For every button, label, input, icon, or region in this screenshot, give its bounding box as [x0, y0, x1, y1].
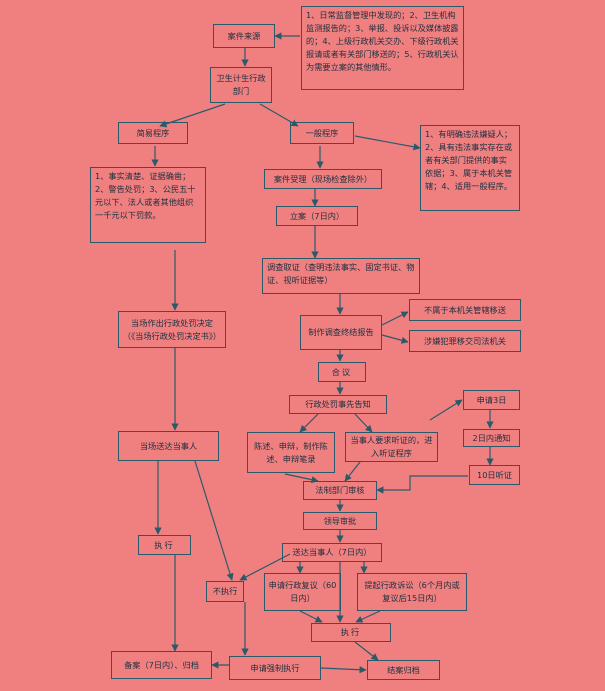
node-simple-procedure: 简易程序	[118, 122, 188, 144]
node-defense-statement: 陈述、申辩，制作陈述、申辩笔录	[247, 432, 335, 473]
node-admin-dept: 卫生计生行政部门	[210, 67, 272, 103]
node-delivery-7days: 送达当事人（7日内）	[282, 543, 382, 562]
node-filing-archive: 备案（7日内）、归档	[111, 651, 212, 679]
node-collective-review: 合议	[318, 362, 366, 382]
node-case-acceptance: 案件受理（现场检查除外）	[264, 169, 382, 189]
node-register: 立案（7日内）	[276, 206, 358, 226]
node-hearing-request: 当事人要求听证的，进入听证程序	[345, 432, 438, 462]
node-source: 案件来源	[213, 24, 275, 48]
node-not-execute: 不执行	[206, 581, 244, 602]
node-notify-2days: 2日内通知	[463, 429, 520, 447]
node-prior-notice: 行政处罚事先告知	[289, 395, 387, 414]
node-simple-conditions: 1、事实清楚、证据确凿；2、警告处罚；3、公民五十元以下、法人或者其他组织一千元…	[90, 167, 206, 243]
node-execute-simple: 执行	[138, 535, 191, 555]
node-close-archive: 结案归档	[367, 660, 440, 680]
node-investigation-report: 制作调查终结报告	[300, 315, 382, 350]
node-investigation: 调查取证（查明违法事实、固定书证、物证、视听证据等）	[262, 258, 420, 294]
node-reconsideration: 申请行政复议（60日内）	[264, 573, 341, 611]
node-apply-3days: 申请3日	[463, 390, 520, 410]
node-enforcement: 申请强制执行	[229, 656, 321, 680]
node-hearing-10days: 10日听证	[469, 465, 520, 485]
node-execute-general: 执行	[311, 623, 391, 642]
node-general-procedure: 一般程序	[290, 122, 354, 144]
node-transfer-jurisdiction: 不属于本机关管辖移送	[409, 299, 521, 321]
node-litigation: 提起行政诉讼（6个月内或复议后15日内）	[357, 573, 467, 611]
node-onsite-delivery: 当场送达当事人	[118, 431, 219, 461]
node-filing-conditions: 1、有明确违法嫌疑人；2、具有违法事实存在或者有关部门提供的事实依据；3、属于本…	[420, 125, 520, 211]
node-leader-approval: 领导审批	[303, 512, 377, 530]
node-legal-review: 法制部门审核	[303, 481, 377, 500]
node-transfer-judicial: 涉嫌犯罪移交司法机关	[409, 330, 521, 352]
node-onsite-decision: 当场作出行政处罚决定（《当场行政处罚决定书》）	[118, 311, 226, 348]
node-source-description: 1、日常监督管理中发现的；2、卫生机构监测报告的；3、举报、投诉以及媒体披露的；…	[301, 6, 464, 90]
